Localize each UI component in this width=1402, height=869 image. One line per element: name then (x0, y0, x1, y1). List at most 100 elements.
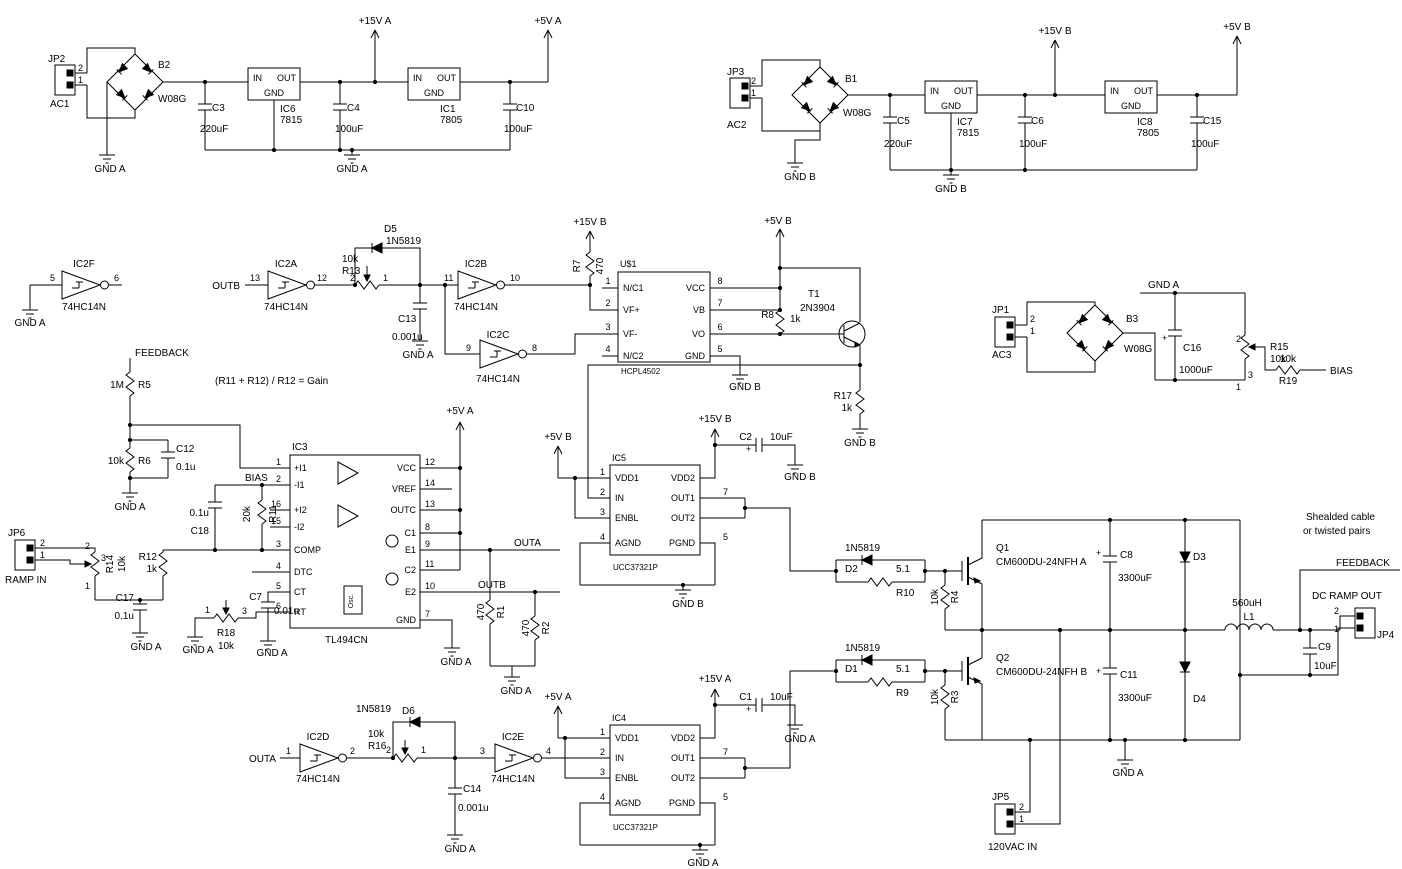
resistor-r7 (585, 251, 595, 277)
r3-ref: R3 (950, 690, 961, 703)
ic-body-ic4 (609, 724, 701, 816)
ground-symbol (503, 671, 521, 686)
r3-val: 10k (930, 688, 941, 705)
u1-pin-nc1: N/C1 (623, 283, 644, 293)
ic4-rail-5va: +5V A (545, 692, 572, 703)
c11-plus: + (1096, 666, 1101, 676)
r9-ref: R9 (896, 688, 909, 699)
ground-symbol (121, 487, 139, 502)
r8-val: 1k (790, 314, 802, 325)
ic4-pin-out1: OUT1 (671, 753, 695, 763)
ic5-pin-vdd2: VDD2 (671, 473, 695, 483)
diode-d6 (409, 716, 421, 728)
r13-val: 10k (342, 254, 359, 265)
ic5-num-2: 2 (600, 487, 605, 497)
ground-symbol (131, 627, 149, 642)
ic7-val: 7815 (957, 128, 980, 139)
jp6-name: RAMP IN (5, 575, 47, 586)
r16-pin-2: 2 (386, 745, 391, 755)
r15-pin-1: 1 (1236, 382, 1241, 392)
ic4-pin-vdd2: VDD2 (671, 733, 695, 743)
u1-pin-vfm: VF- (623, 329, 638, 339)
power-arrow (455, 421, 465, 439)
b2-val: W08G (158, 94, 187, 105)
r14-pin-2: 2 (85, 541, 90, 551)
ic4-pin-in: IN (615, 753, 624, 763)
diode-d2 (861, 554, 873, 566)
gnd-a-c13: GND A (402, 350, 433, 361)
d6-ref: D6 (402, 706, 415, 717)
net-outb2: OUTB (478, 580, 506, 591)
r13-pin-2: 2 (350, 273, 355, 283)
u1-num-5: 5 (717, 344, 722, 354)
c17-ref: C17 (116, 593, 135, 604)
capacitor-c12 (160, 451, 176, 459)
q2-ref: Q2 (996, 653, 1010, 664)
wires-ic4 (542, 670, 836, 846)
resistor-r2 (530, 615, 540, 641)
ic1-ref: IC1 (440, 104, 456, 115)
ic3-pin-c1: C1 (404, 528, 416, 538)
ic3-num-8: 8 (425, 522, 430, 532)
net-outa: OUTA (514, 538, 541, 549)
ic3-pin-vref: VREF (392, 484, 417, 494)
ic3-pin-i2m: -I2 (294, 522, 305, 532)
c14-val: 0.001u (458, 803, 489, 814)
ic4-num-2: 2 (600, 747, 605, 757)
c16-plus: + (1162, 333, 1167, 343)
u1-num-1: 1 (605, 276, 610, 286)
note-shield-2: or twisted pairs (1303, 526, 1370, 537)
r19-ref: R19 (1279, 376, 1298, 387)
r14-pin-3: 3 (101, 553, 106, 563)
ic3-num-4: 4 (276, 561, 281, 571)
resistor-r8 (775, 309, 785, 335)
c16-val: 1000uF (1179, 365, 1213, 376)
r15-pin-2: 2 (1236, 334, 1241, 344)
ic1-val: 7805 (440, 115, 463, 126)
c8-ref: C8 (1120, 550, 1133, 561)
wires-power-a (86, 46, 549, 151)
note-shield-1: Shealded cable (1306, 512, 1375, 523)
t1-ref: T1 (808, 289, 820, 300)
c5-ref: C5 (897, 116, 910, 127)
ic4-pin-pgnd: PGND (669, 798, 696, 808)
c3-ref: C3 (212, 103, 225, 114)
ic3-osc-box (343, 585, 363, 615)
ic2c-pin-9: 9 (466, 343, 471, 353)
ic3-num-1: 1 (276, 457, 281, 467)
r15-ref: R15 (1270, 342, 1289, 353)
rail-15va: +15V A (359, 16, 392, 27)
l1-ref: L1 (1243, 612, 1255, 623)
c9-ref: C9 (1318, 642, 1331, 653)
jp6-pin-2: 2 (40, 538, 45, 548)
ic4-ref: IC4 (612, 713, 626, 723)
c8-plus: + (1096, 548, 1101, 558)
gnd-a-c7: GND A (256, 648, 287, 659)
capacitor-c13 (412, 302, 428, 310)
c2-ref: C2 (739, 432, 752, 443)
jp2-name: AC1 (50, 99, 70, 110)
l1-val: 560uH (1232, 598, 1261, 609)
ic2a-ref: IC2A (275, 259, 298, 270)
ic4-num-3: 3 (600, 767, 605, 777)
ic1-pin-gnd: GND (424, 88, 445, 98)
d4-ref: D4 (1193, 694, 1206, 705)
net-feedback: FEEDBACK (135, 348, 189, 359)
gnd-a-ic2f: GND A (14, 318, 45, 329)
d5-ref: D5 (384, 224, 397, 235)
ground-symbol (98, 149, 116, 164)
wire-layer (29, 46, 1400, 846)
inverter-ic2f (61, 270, 109, 300)
connector-jp3 (729, 77, 763, 109)
r2-ref: R2 (541, 621, 552, 634)
ic5-pin-out1: OUT1 (671, 493, 695, 503)
ic3-num-13: 13 (425, 499, 435, 509)
ic3-pin-dtc: DTC (294, 567, 313, 577)
ic3-num-2: 2 (276, 474, 281, 484)
gnd-b-t1: GND B (844, 438, 876, 449)
ic3-num-15: 15 (271, 516, 281, 526)
power-arrow (1232, 35, 1242, 53)
c6-val: 100uF (1019, 139, 1047, 150)
resistor-r6 (125, 447, 135, 473)
ic7-pin-out: OUT (954, 86, 974, 96)
